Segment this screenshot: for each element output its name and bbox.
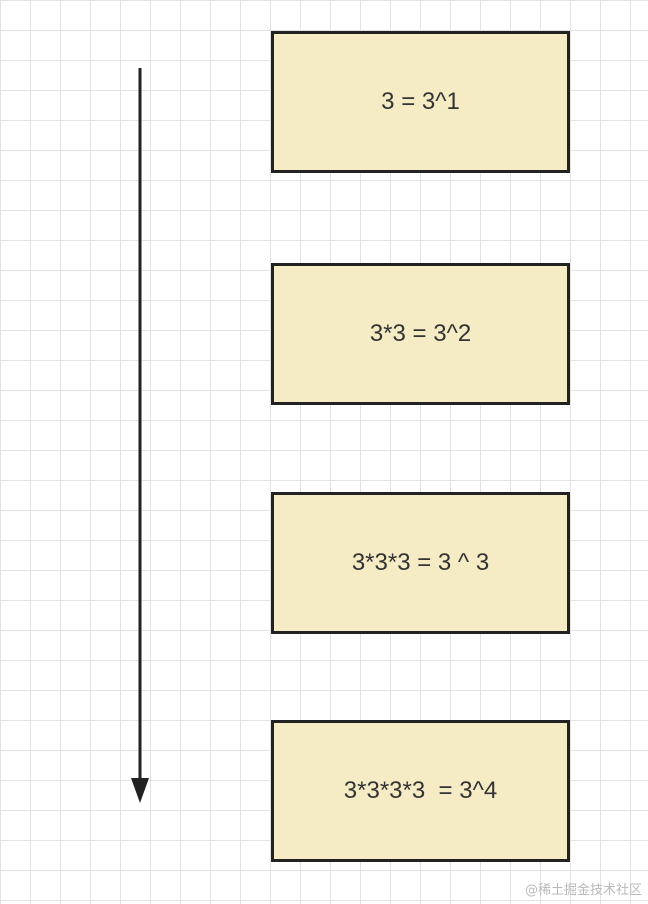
step-box-1: 3 = 3^1 bbox=[271, 31, 570, 173]
step-box-4: 3*3*3*3 = 3^4 bbox=[271, 720, 570, 862]
step-expression-4: 3*3*3*3 = 3^4 bbox=[343, 777, 498, 804]
step-box-3: 3*3*3 = 3 ^ 3 bbox=[271, 492, 570, 634]
step-expression-1: 3 = 3^1 bbox=[381, 88, 460, 115]
step-box-2: 3*3 = 3^2 bbox=[271, 263, 570, 405]
step-expression-2: 3*3 = 3^2 bbox=[369, 320, 472, 347]
watermark: @稀土掘金技术社区 bbox=[524, 883, 642, 898]
arrow-head bbox=[131, 778, 149, 803]
step-expression-3: 3*3*3 = 3 ^ 3 bbox=[351, 549, 490, 576]
